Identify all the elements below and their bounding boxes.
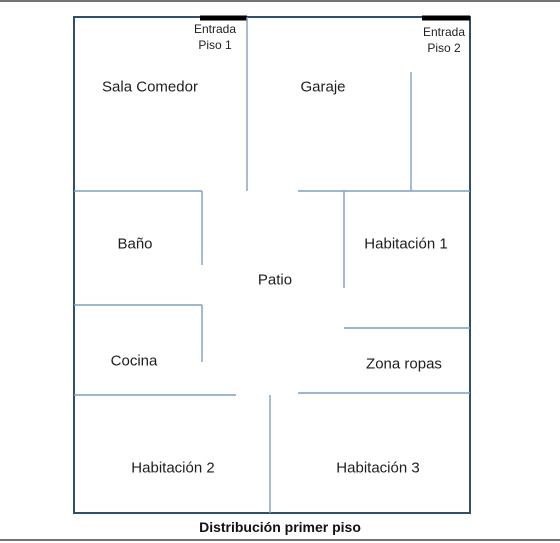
entrada-piso-1-line2: Piso 1: [198, 38, 232, 52]
room-label-patio: Patio: [257, 271, 293, 289]
room-label-garaje: Garaje: [300, 78, 346, 96]
entrada-piso-2-line1: Entrada: [422, 25, 466, 39]
room-label-habitacion-2: Habitación 2: [131, 459, 215, 477]
entrada-piso-1-label: Entrada Piso 1: [194, 21, 236, 53]
room-label-bano: Baño: [117, 235, 153, 253]
room-label-habitacion-1: Habitación 1: [364, 235, 448, 253]
room-label-zona-ropas: Zona ropas: [366, 355, 442, 373]
plan-caption: Distribución primer piso: [199, 519, 361, 535]
building-outline: [73, 16, 471, 514]
room-label-cocina: Cocina: [110, 352, 158, 370]
room-label-habitacion-3: Habitación 3: [336, 459, 420, 477]
room-label-sala-comedor: Sala Comedor: [102, 78, 198, 96]
entrada-piso-2-label: Entrada Piso 2: [423, 24, 465, 56]
entrada-piso-1-line1: Entrada: [193, 22, 237, 36]
entrada-piso-2-line2: Piso 2: [427, 41, 461, 55]
